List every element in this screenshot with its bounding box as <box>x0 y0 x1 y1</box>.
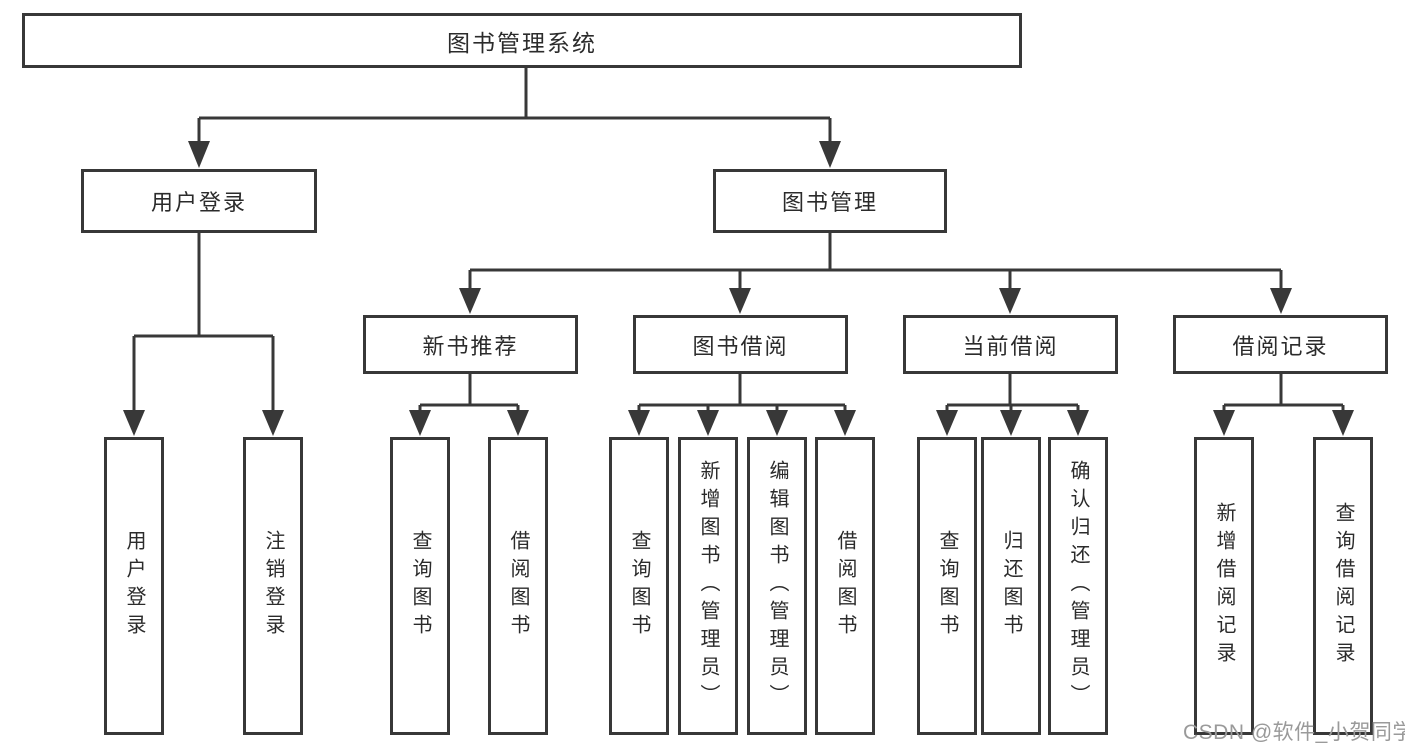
node-user-login: 用户登录 <box>81 169 317 233</box>
leaf-current-query-book-label: 查询图书 <box>936 530 958 642</box>
leaf-add-borrow-record: 新增借阅记录 <box>1194 437 1254 735</box>
leaf-user-login-label: 用户登录 <box>123 530 145 642</box>
node-new-book-recommend-label: 新书推荐 <box>422 333 519 359</box>
leaf-user-login: 用户登录 <box>104 437 164 735</box>
node-user-login-label: 用户登录 <box>150 190 247 215</box>
leaf-logout: 注销登录 <box>243 437 303 735</box>
leaf-current-query-book: 查询图书 <box>917 437 977 735</box>
node-current-borrow: 当前借阅 <box>903 315 1118 374</box>
leaf-query-borrow-record: 查询借阅记录 <box>1313 437 1373 735</box>
leaf-add-book-admin-label: 新增图书（管理员） <box>697 460 719 712</box>
leaf-borrow-book: 借阅图书 <box>815 437 875 735</box>
node-new-book-recommend: 新书推荐 <box>363 315 578 374</box>
node-book-management-label: 图书管理 <box>781 190 878 215</box>
leaf-query-borrow-record-label: 查询借阅记录 <box>1332 502 1354 670</box>
leaf-add-borrow-record-label: 新增借阅记录 <box>1213 502 1235 670</box>
node-book-borrow-label: 图书借阅 <box>692 333 789 359</box>
node-current-borrow-label: 当前借阅 <box>962 333 1059 359</box>
leaf-recommend-query-book-label: 查询图书 <box>409 530 431 642</box>
leaf-recommend-borrow-book: 借阅图书 <box>488 437 548 735</box>
leaf-add-book-admin: 新增图书（管理员） <box>678 437 738 735</box>
node-root-label: 图书管理系统 <box>447 29 597 56</box>
leaf-borrow-book-label: 借阅图书 <box>834 530 856 642</box>
leaf-recommend-borrow-book-label: 借阅图书 <box>507 530 529 642</box>
leaf-return-book: 归还图书 <box>981 437 1041 735</box>
node-root-system: 图书管理系统 <box>22 13 1022 68</box>
node-borrow-records-label: 借阅记录 <box>1232 333 1329 359</box>
leaf-confirm-return-admin: 确认归还（管理员） <box>1048 437 1108 735</box>
leaf-confirm-return-admin-label: 确认归还（管理员） <box>1067 460 1089 712</box>
leaf-edit-book-admin: 编辑图书（管理员） <box>747 437 807 735</box>
leaf-logout-label: 注销登录 <box>262 530 284 642</box>
node-borrow-records: 借阅记录 <box>1173 315 1388 374</box>
csdn-watermark: CSDN @软件_小贺同学 <box>1183 721 1405 744</box>
node-book-management: 图书管理 <box>713 169 947 233</box>
leaf-edit-book-admin-label: 编辑图书（管理员） <box>766 460 788 712</box>
node-book-borrow: 图书借阅 <box>633 315 848 374</box>
leaf-borrow-query-book-label: 查询图书 <box>628 530 650 642</box>
leaf-return-book-label: 归还图书 <box>1000 530 1022 642</box>
leaf-recommend-query-book: 查询图书 <box>390 437 450 735</box>
leaf-borrow-query-book: 查询图书 <box>609 437 669 735</box>
